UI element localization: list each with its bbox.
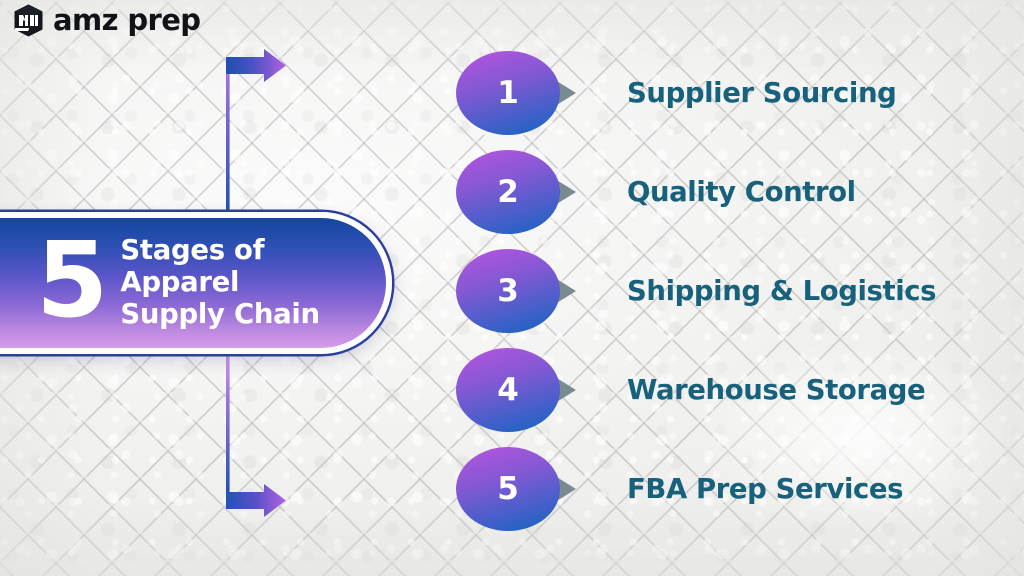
step-marker-1: 1 [455, 44, 581, 142]
step-label-3: Shipping & Logistics [627, 275, 937, 307]
connector-spine [226, 49, 286, 517]
step-label-2: Quality Control [627, 176, 856, 208]
arrow-right-icon-top [226, 49, 286, 82]
step-label-4: Warehouse Storage [627, 374, 926, 406]
badge-title-line-3: Supply Chain [120, 297, 320, 330]
amz-cube-logo-icon [14, 4, 43, 37]
step-bubble-2 [456, 150, 560, 234]
title-badge-content: 5 Stages of Apparel Supply Chain [36, 219, 320, 342]
arrow-right-icon-bottom [226, 484, 286, 517]
brand-logo-text: amz prep [53, 3, 201, 37]
connector-line-lower [226, 348, 230, 496]
list-item[interactable]: 2 Quality Control [455, 143, 1024, 241]
step-bubble-4 [456, 348, 560, 432]
steps-list: 1 Supplier Sourcing 2 [455, 44, 1024, 544]
badge-title-lines: Stages of Apparel Supply Chain [120, 234, 320, 331]
step-marker-2: 2 [455, 143, 581, 241]
step-label-5: FBA Prep Services [627, 473, 904, 505]
list-item[interactable]: 1 Supplier Sourcing [455, 44, 1024, 142]
list-item[interactable]: 5 FBA Prep Services [455, 440, 1024, 538]
step-bubble-3 [456, 249, 560, 333]
connector-line-upper [226, 60, 230, 218]
step-bubble-5 [456, 447, 560, 531]
list-item[interactable]: 4 Warehouse Storage [455, 341, 1024, 439]
brand-logo: amz prep [13, 3, 201, 37]
list-item[interactable]: 3 Shipping & Logistics [455, 242, 1024, 340]
badge-number: 5 [36, 219, 108, 342]
badge-title-line-1: Stages of [120, 234, 265, 267]
step-label-1: Supplier Sourcing [627, 77, 897, 109]
step-marker-3: 3 [455, 242, 581, 340]
badge-title-line-2: Apparel [120, 266, 240, 299]
step-marker-4: 4 [455, 341, 581, 439]
step-marker-5: 5 [455, 440, 581, 538]
step-bubble-1 [456, 51, 560, 135]
title-badge: 5 Stages of Apparel Supply Chain [0, 212, 392, 354]
